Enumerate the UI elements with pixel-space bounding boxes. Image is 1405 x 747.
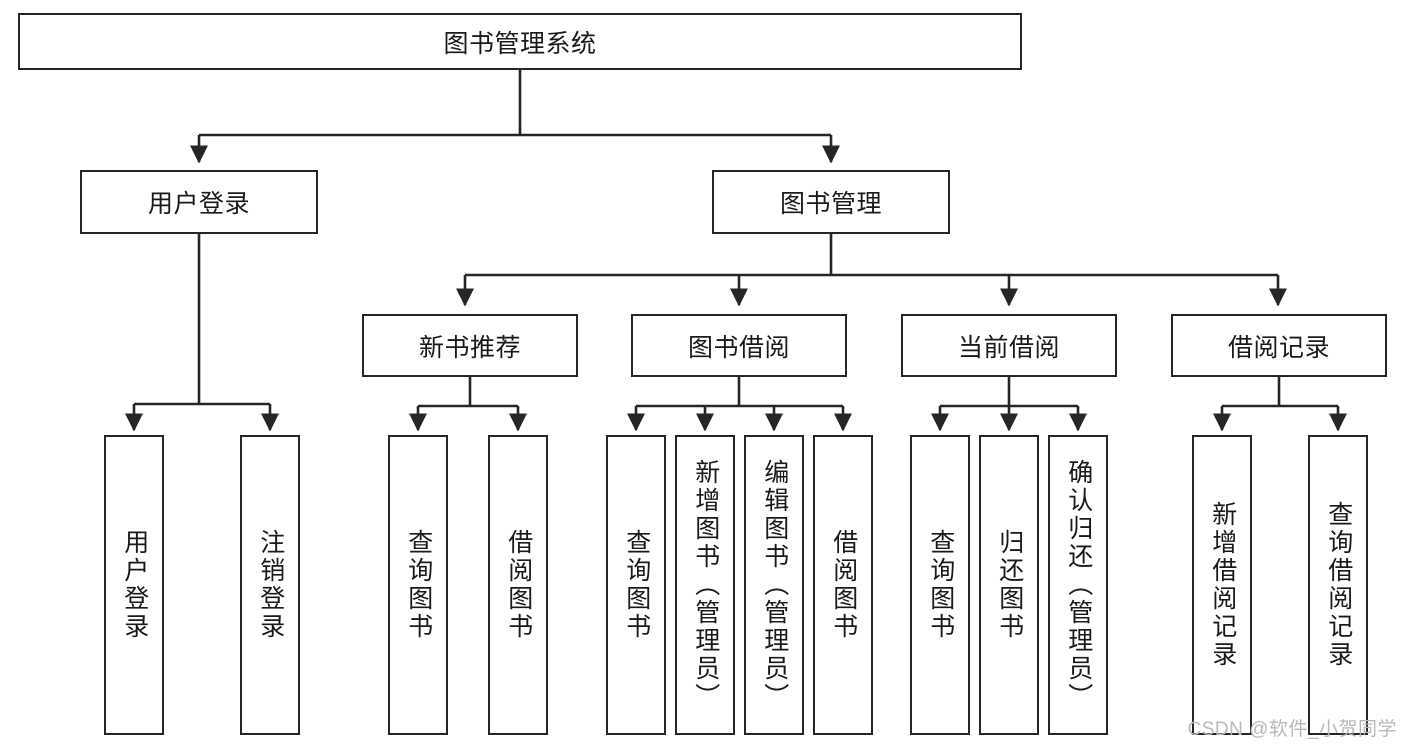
node-label: 查询图书 [622,529,651,641]
node-label: 用户登录 [120,529,149,641]
leaf-borrow-book-1[interactable]: 借阅图书 [488,435,548,735]
node-root-book-management-system[interactable]: 图书管理系统 [18,13,1022,70]
node-label: 确认归还（管理员） [1064,459,1093,711]
node-label: 新增借阅记录 [1208,501,1237,669]
node-label: 编辑图书（管理员） [760,459,789,711]
node-book-management[interactable]: 图书管理 [712,170,950,234]
node-current-borrow[interactable]: 当前借阅 [901,314,1117,377]
node-label: 图书借阅 [687,333,790,362]
node-label: 新增图书（管理员） [691,459,720,711]
node-label: 归还图书 [995,529,1024,641]
leaf-query-record[interactable]: 查询借阅记录 [1308,435,1368,735]
node-label: 查询借阅记录 [1324,501,1353,669]
leaf-user-login[interactable]: 用户登录 [104,435,164,735]
leaf-query-book-1[interactable]: 查询图书 [388,435,448,735]
csdn-watermark: CSDN @软件_小贺同学 [1187,719,1397,740]
leaf-query-book-3[interactable]: 查询图书 [910,435,970,735]
leaf-add-record[interactable]: 新增借阅记录 [1192,435,1252,735]
node-label: 当前借阅 [957,333,1060,362]
node-borrow-record[interactable]: 借阅记录 [1171,314,1387,377]
node-label: 查询图书 [926,529,955,641]
node-label: 新书推荐 [418,333,521,362]
leaf-query-book-2[interactable]: 查询图书 [606,435,666,735]
node-label: 借阅图书 [829,529,858,641]
node-book-borrow[interactable]: 图书借阅 [631,314,847,377]
node-label: 图书管理 [779,190,882,218]
node-label: 借阅图书 [504,529,533,641]
node-label: 注销登录 [256,529,285,641]
leaf-user-logout[interactable]: 注销登录 [240,435,300,735]
node-label: 图书管理系统 [443,29,597,58]
node-label: 借阅记录 [1227,333,1330,362]
node-new-book-recommend[interactable]: 新书推荐 [362,314,578,377]
node-user-login[interactable]: 用户登录 [80,170,318,234]
leaf-add-book[interactable]: 新增图书（管理员） [675,435,735,735]
leaf-confirm-return[interactable]: 确认归还（管理员） [1048,435,1108,735]
node-label: 查询图书 [404,529,433,641]
node-label: 用户登录 [147,190,250,218]
leaf-borrow-book-2[interactable]: 借阅图书 [813,435,873,735]
leaf-return-book[interactable]: 归还图书 [979,435,1039,735]
leaf-edit-book[interactable]: 编辑图书（管理员） [744,435,804,735]
